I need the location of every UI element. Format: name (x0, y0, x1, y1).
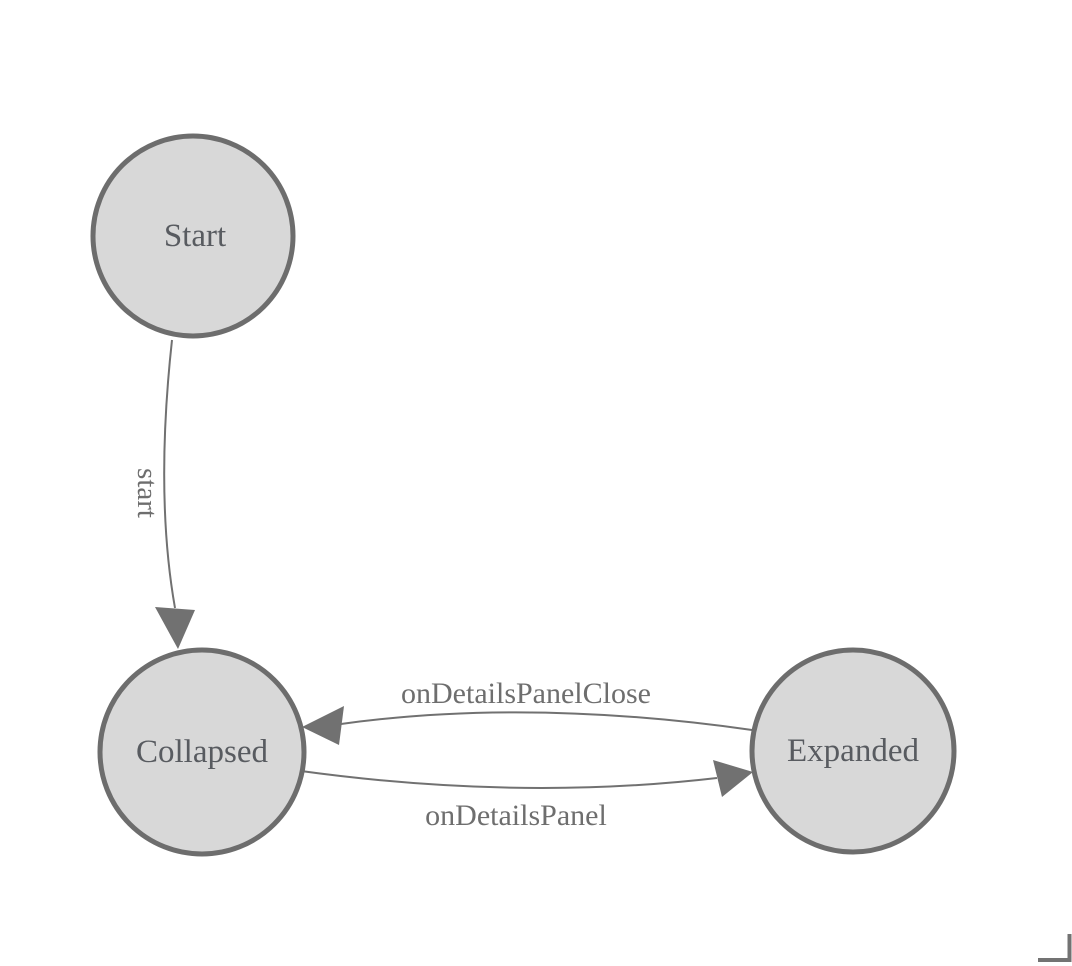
state-circle[interactable] (749, 647, 957, 855)
state-label: Collapsed (136, 734, 268, 770)
state-circle[interactable] (97, 647, 307, 857)
state-circle[interactable] (90, 133, 296, 339)
transition-edge-ondetailspanelclose[interactable]: onDetailsPanelClose (302, 677, 753, 745)
edge-line (300, 770, 718, 789)
edge-line (340, 711, 753, 731)
transition-label-ondetailspanel: onDetailsPanel (425, 799, 607, 832)
transition-edge-start[interactable]: start (131, 339, 195, 649)
edge-line (163, 339, 176, 609)
transition-label-ondetailspanelclose: onDetailsPanelClose (401, 677, 651, 710)
resize-corner-handle[interactable] (1038, 934, 1072, 962)
state-label: Start (164, 218, 226, 254)
transition-edge-ondetailspanel[interactable]: onDetailsPanel (300, 760, 753, 832)
state-node-collapsed[interactable]: Collapsed (97, 647, 307, 857)
arrowhead-right-icon (713, 760, 753, 797)
state-node-start[interactable]: Start (90, 133, 296, 339)
arrowhead-left-icon (302, 706, 344, 745)
state-label: Expanded (787, 733, 919, 769)
state-node-expanded[interactable]: Expanded (749, 647, 957, 855)
arrowhead-down-icon (155, 607, 195, 649)
transition-label-start: start (131, 468, 163, 518)
